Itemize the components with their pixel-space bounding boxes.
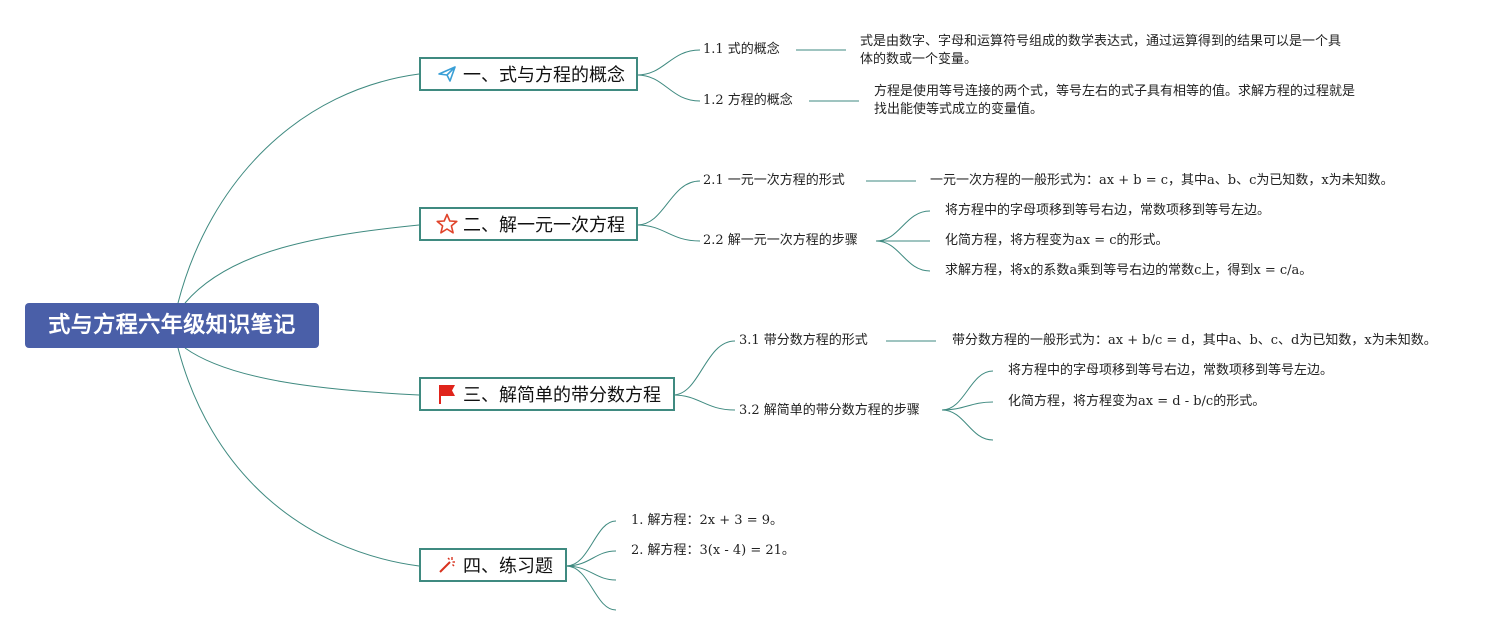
branch-concept[interactable]: 一、式与方程的概念: [419, 57, 638, 91]
step-3-2-2: 化简方程，将方程变为ax = d - b/c的形式。: [1008, 394, 1266, 409]
detail-2-1: 一元一次方程的一般形式为：ax + b = c，其中a、b、c为已知数，x为未知…: [930, 173, 1394, 188]
magic-wand-icon: [435, 553, 459, 577]
step-2-2-2: 化简方程，将方程变为ax = c的形式。: [945, 233, 1169, 248]
step-3-2-1: 将方程中的字母项移到等号右边，常数项移到等号左边。: [1008, 363, 1334, 378]
topic-1-2[interactable]: 1.2 方程的概念: [703, 93, 793, 108]
topic-3-2[interactable]: 3.2 解简单的带分数方程的步骤: [739, 403, 920, 418]
branch-mixed-fraction-label: 三、解简单的带分数方程: [463, 385, 661, 406]
branch-mixed-fraction-equation[interactable]: 三、解简单的带分数方程: [419, 377, 675, 411]
branch-concept-label: 一、式与方程的概念: [463, 65, 625, 86]
root-topic[interactable]: 式与方程六年级知识笔记: [25, 303, 319, 348]
step-2-2-3: 求解方程，将x的系数a乘到等号右边的常数c上，得到x = c/a。: [945, 263, 1313, 278]
detail-1-1: 式是由数字、字母和运算符号组成的数学表达式，通过运算得到的结果可以是一个具体的数…: [860, 34, 1342, 67]
detail-3-1: 带分数方程的一般形式为：ax + b/c = d，其中a、b、c、d为已知数，x…: [952, 333, 1437, 348]
topic-2-2[interactable]: 2.2 解一元一次方程的步骤: [703, 233, 858, 248]
exercise-2[interactable]: 2. 解方程：3(x - 4) = 21。: [631, 543, 795, 558]
branch-linear-equation-label: 二、解一元一次方程: [463, 215, 625, 236]
star-icon: [435, 212, 459, 236]
exercise-1[interactable]: 1. 解方程：2x + 3 = 9。: [631, 513, 783, 528]
paper-plane-icon: [435, 62, 459, 86]
topic-1-1[interactable]: 1.1 式的概念: [703, 42, 780, 57]
branch-linear-equation[interactable]: 二、解一元一次方程: [419, 207, 638, 241]
flag-icon: [435, 382, 459, 406]
detail-1-2: 方程是使用等号连接的两个式，等号左右的式子具有相等的值。求解方程的过程就是找出能…: [874, 84, 1356, 117]
branch-exercises[interactable]: 四、练习题: [419, 548, 567, 582]
topic-2-1[interactable]: 2.1 一元一次方程的形式: [703, 173, 845, 188]
branch-exercises-label: 四、练习题: [463, 556, 553, 577]
step-2-2-1: 将方程中的字母项移到等号右边，常数项移到等号左边。: [945, 203, 1271, 218]
topic-3-1[interactable]: 3.1 带分数方程的形式: [739, 333, 868, 348]
